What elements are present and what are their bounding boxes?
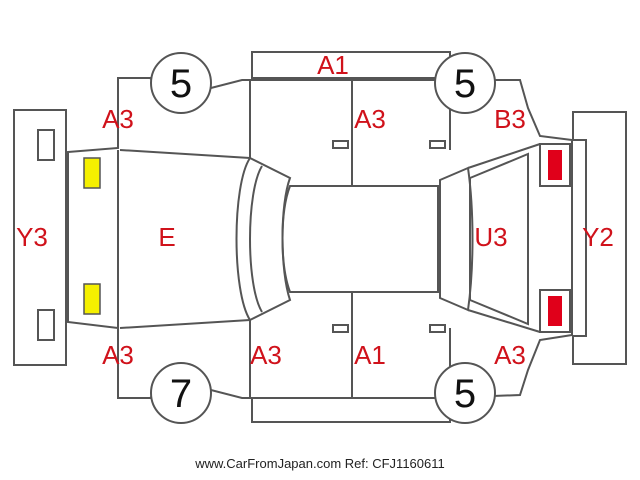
code-front-bumper: Y3 (16, 222, 48, 252)
roof (281, 185, 439, 293)
bottom-door-handle-2 (429, 324, 446, 333)
code-trunk: U3 (474, 222, 507, 252)
rear-top-link (467, 143, 541, 169)
rear-bottom-link (467, 309, 541, 333)
rear-window (439, 166, 474, 312)
headlight-top (83, 157, 101, 189)
tire-front-left-size: 5 (170, 62, 192, 106)
taillight-bottom-fill (548, 296, 562, 326)
tire-rear-left-size: 7 (170, 372, 192, 416)
taillight-top (539, 143, 571, 187)
tire-rear-right-size: 5 (454, 372, 476, 416)
tire-rear-right: 5 (434, 362, 496, 424)
front-bumper (13, 109, 67, 366)
tire-front-right: 5 (434, 52, 496, 114)
taillight-bottom-frame (539, 289, 571, 333)
bottom-roof-panel (251, 397, 451, 423)
code-top-front-door: A3 (354, 104, 386, 134)
top-roof-panel (251, 51, 451, 79)
front-bumper-slot-bottom (37, 309, 55, 341)
code-top-panel: A1 (317, 50, 349, 80)
code-top-right-fender: B3 (494, 104, 526, 134)
windshield-inner (249, 165, 263, 313)
tire-front-left: 5 (150, 52, 212, 114)
front-bumper-slot-top (37, 129, 55, 161)
headlight-bottom (83, 283, 101, 315)
code-bottom-front-door: A3 (250, 340, 282, 370)
code-bottom-left-fender: A3 (102, 340, 134, 370)
windshield-top-link (119, 149, 251, 159)
tire-rear-left: 7 (150, 362, 212, 424)
watermark: www.CarFromJapan.com Ref: CFJ1160611 (195, 456, 445, 471)
top-door-handle-1 (332, 140, 349, 149)
code-bottom-rear-door: A1 (354, 340, 386, 370)
rear-bumper (572, 111, 627, 365)
windshield-bottom-link (119, 319, 251, 329)
code-top-left-fender: A3 (102, 104, 134, 134)
code-hood: E (158, 222, 175, 252)
taillight-top-fill (548, 150, 562, 180)
code-bottom-right-fender: A3 (494, 340, 526, 370)
bottom-door-handle-1 (332, 324, 349, 333)
top-door-handle-2 (429, 140, 446, 149)
tire-front-right-size: 5 (454, 62, 476, 106)
code-rear-bumper: Y2 (582, 222, 614, 252)
trunk-lid (469, 152, 529, 326)
